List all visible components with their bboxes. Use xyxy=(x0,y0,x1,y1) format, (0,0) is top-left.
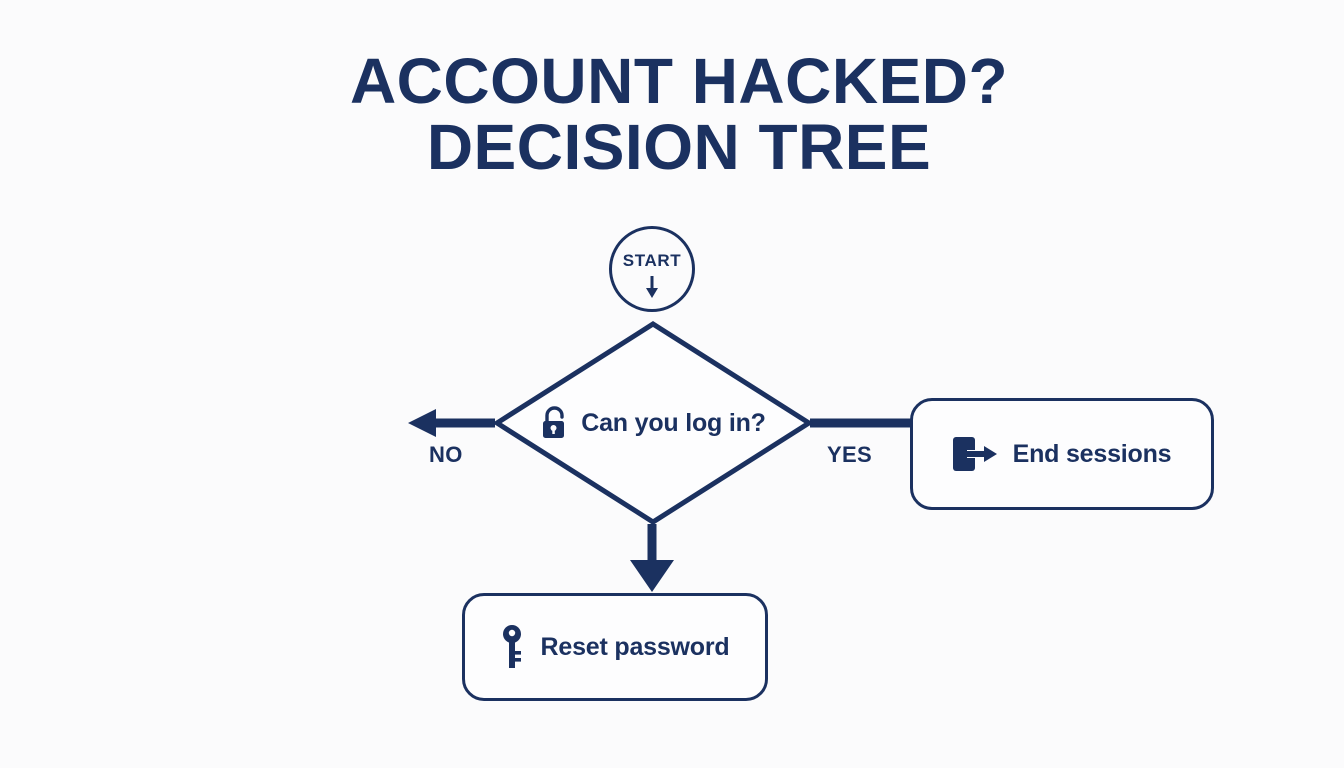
key-icon xyxy=(501,624,527,670)
node-reset-password[interactable]: Reset password xyxy=(462,593,768,701)
edge-no-arrowhead xyxy=(408,409,436,437)
edge-label-yes: YES xyxy=(827,442,872,467)
diamond-shape xyxy=(493,321,813,525)
node-end-sessions[interactable]: End sessions xyxy=(910,398,1214,510)
edge-down-arrowhead xyxy=(630,560,674,592)
arrow-down-icon xyxy=(644,276,660,298)
end-sessions-label: End sessions xyxy=(1012,439,1172,468)
node-decision[interactable]: Can you log in? xyxy=(493,320,813,526)
reset-password-label: Reset password xyxy=(540,632,730,661)
logout-icon xyxy=(952,434,999,474)
node-start[interactable]: START xyxy=(609,226,695,312)
start-label: START xyxy=(622,251,682,270)
edge-label-no: NO xyxy=(429,442,463,467)
